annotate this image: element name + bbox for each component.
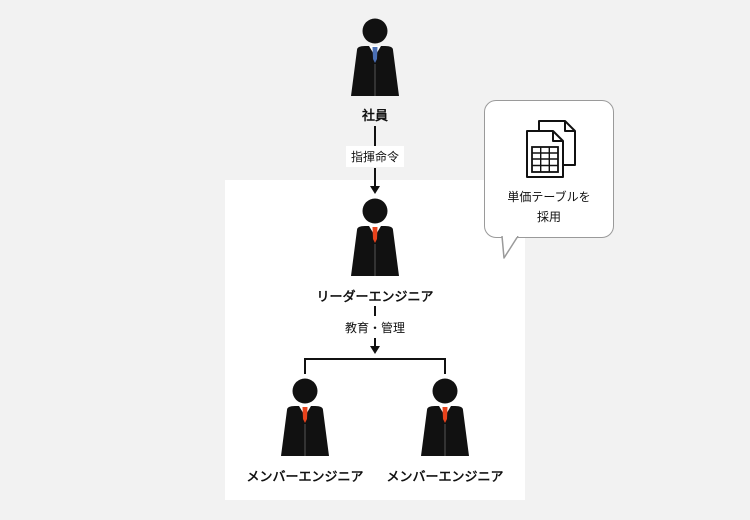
leader-person-icon <box>349 198 401 276</box>
spreadsheet-documents-icon <box>525 119 577 185</box>
connector-line <box>374 306 376 316</box>
callout-tail <box>501 236 519 259</box>
connector-line <box>374 338 376 346</box>
connector-line <box>374 168 376 186</box>
employee-person-icon <box>349 18 401 96</box>
command-edge-label: 指揮命令 <box>345 146 405 167</box>
callout-line-2: 採用 <box>536 210 561 224</box>
callout-bubble: 単価テーブルを 採用 <box>484 100 614 238</box>
member-label: メンバーエンジニア <box>246 470 364 485</box>
leader-label: リーダーエンジニア <box>316 290 434 305</box>
branch-horizontal-line <box>304 358 446 360</box>
arrow-head <box>370 346 380 354</box>
connector-line <box>374 126 376 146</box>
branch-right-line <box>444 358 446 374</box>
member-person-icon <box>279 378 331 456</box>
member-label: メンバーエンジニア <box>386 470 504 485</box>
callout-line-1: 単価テーブルを <box>507 190 591 204</box>
employee-label: 社員 <box>361 109 389 124</box>
branch-left-line <box>304 358 306 374</box>
education-edge-label: 教育・管理 <box>339 317 411 338</box>
callout-text: 単価テーブルを 採用 <box>485 187 613 227</box>
member-person-icon <box>419 378 471 456</box>
arrow-head <box>370 186 380 194</box>
